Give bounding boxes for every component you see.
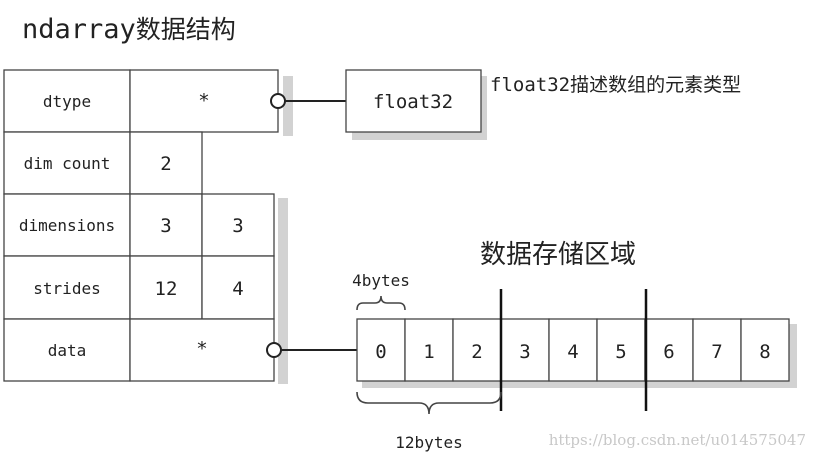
struct-row-data: data * [3,318,275,382]
storage-cells: 0 1 2 3 4 5 6 7 8 [356,318,790,382]
struct-value-strides-1: 4 [232,278,243,300]
diagram-title: ndarray数据结构 [22,10,236,46]
dtype-pointer-dot [270,93,286,109]
watermark: https://blog.csdn.net/u014575047 [549,431,806,449]
element-size-label: 4bytes [352,271,410,290]
element-size-brace [356,295,406,311]
struct-label-dimensions: dimensions [19,216,115,235]
struct-row-dtype: dtype * [3,69,279,133]
struct-label-strides: strides [33,279,100,298]
storage-cell-3-box [500,318,550,382]
storage-cell-3: 3 [519,341,530,363]
storage-cell-0: 0 [375,341,386,363]
dtype-box: float32 [345,69,482,133]
storage-cell-4: 4 [567,341,578,363]
dtype-pointer-connector [270,93,346,109]
storage-cell-7: 7 [711,341,722,363]
title-prefix: ndarray [22,14,136,45]
struct-row-dtype-shadow [283,76,293,136]
storage-title: 数据存储区域 [480,240,636,270]
struct-value-dim-count: 2 [160,153,171,175]
struct-label-dtype: dtype [43,92,91,111]
struct-value-dimensions-1: 3 [232,215,243,237]
storage-cell-2-box [452,318,502,382]
struct-value-data: * [196,338,207,360]
storage-cell-1-box [404,318,454,382]
struct-row-strides: strides 12 4 [3,255,275,320]
dtype-box-label: float32 [373,91,453,113]
row-size-brace [356,391,502,415]
struct-row-dim-count: dim count 2 [3,131,203,195]
storage-cell-8-box [740,318,790,382]
dtype-note: float32描述数组的元素类型 [490,74,741,96]
struct-table-shadow [278,198,288,384]
data-pointer-connector [266,342,357,358]
struct-row-dimensions: dimensions 3 3 [3,193,275,257]
title-suffix: 数据结构 [135,15,236,44]
data-pointer-dot [266,342,282,358]
storage-cell-4-box [548,318,598,382]
storage-cell-5-box [596,318,646,382]
struct-value-dtype: * [198,90,209,112]
struct-value-strides-0: 12 [155,278,178,300]
struct-value-dimensions-0: 3 [160,215,171,237]
storage-cell-2: 2 [471,341,482,363]
storage-cell-7-box [692,318,742,382]
storage-cell-1: 1 [423,341,434,363]
storage-cell-6: 6 [663,341,674,363]
struct-label-dim-count: dim count [24,154,111,173]
storage-cell-5: 5 [615,341,626,363]
row-size-label: 12bytes [395,433,462,452]
struct-label-data: data [48,341,87,360]
storage-cell-8: 8 [759,341,770,363]
